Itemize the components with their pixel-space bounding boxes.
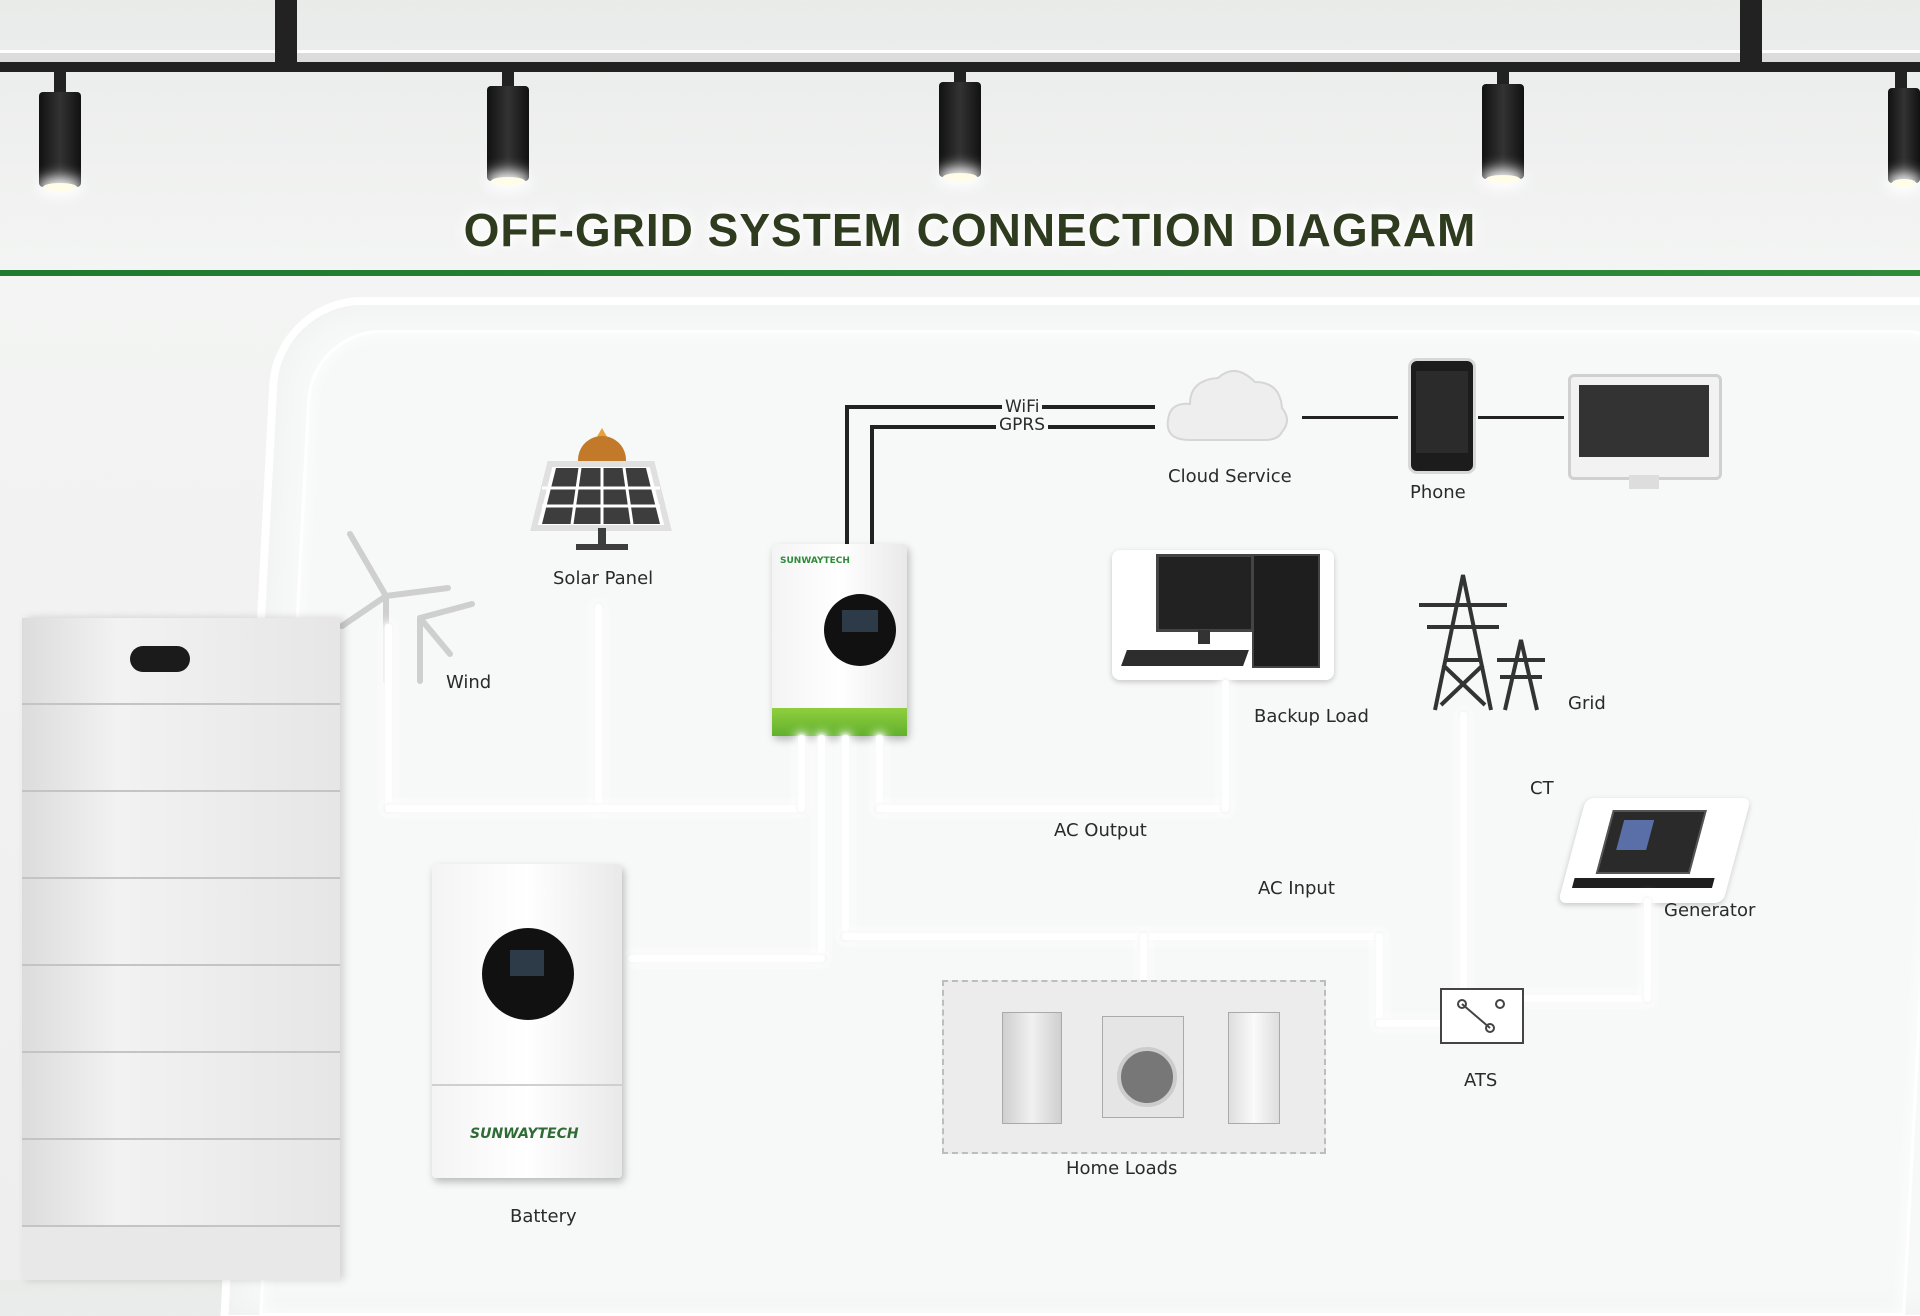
battery-module [22,1053,340,1140]
solar-panel-icon [530,428,672,550]
wifi-label: WiFi [1002,397,1043,417]
battery-module [22,705,340,792]
led-line-ac-input-bus [842,933,1382,940]
battery-module [22,1140,340,1227]
wall-inverter-brand: SUNWAYTECH [470,1126,579,1142]
led-line-ac-in [842,735,849,940]
generator-icon [1557,798,1752,903]
ats-label: ATS [1464,1070,1498,1091]
solar-panel-label: Solar Panel [553,568,654,589]
battery-label: Battery [510,1206,577,1227]
ac-input-label: AC Input [1258,878,1335,899]
led-line-generator [1644,898,1651,1002]
led-line-home [1140,933,1147,983]
battery-module [22,966,340,1053]
spotlight [39,92,81,191]
grid-tower-icon [1419,574,1545,711]
cloud-service-label: Cloud Service [1168,466,1292,487]
monitor-icon [1568,374,1722,489]
home-loads-label: Home Loads [1066,1158,1178,1179]
battery-module [22,792,340,879]
wind-label: Wind [446,672,492,693]
cloud-icon [1166,370,1288,441]
phone-monitor-wire [1478,416,1564,419]
wind-turbine-icon [339,531,475,684]
spotlight [487,86,529,185]
inverter-display-ring [824,594,896,666]
refrigerator-icon [1002,1012,1062,1124]
hybrid-inverter: SUNWAYTECH [772,544,907,736]
track-hanger [1740,0,1762,62]
comm-wire [845,405,849,545]
inverter-lcd [842,610,878,632]
led-line-pv-bus [385,805,800,812]
wall-inverter-display [482,928,574,1020]
gprs-label: GPRS [996,415,1049,435]
spotlight-mount [54,72,66,96]
led-line-batt-in [818,735,825,960]
led-line-wind [385,624,392,812]
battery-module [22,879,340,966]
led-line-ats-in [1376,933,1383,1025]
air-conditioner-icon [1228,1012,1280,1124]
backup-load-icon [1112,550,1334,680]
ct-label: CT [1530,778,1554,799]
led-line-pv-in [798,735,805,812]
spotlight [1482,84,1524,183]
ceiling-track-rail [0,62,1920,72]
led-line-battery [628,955,825,962]
spotlight [1888,88,1920,187]
grid-label: Grid [1568,693,1606,714]
stacked-battery-tower [22,618,340,1280]
spotlight [939,82,981,181]
phone-label: Phone [1410,482,1466,503]
generator-label: Generator [1664,900,1756,921]
led-line-gen-bus [1518,995,1650,1002]
cloud-phone-wire [1302,416,1398,419]
inverter-green-band [772,708,907,736]
diagram-title: OFF-GRID SYSTEM CONNECTION DIAGRAM [463,204,1477,256]
track-hanger [275,0,297,62]
washing-machine-icon [1102,1016,1184,1118]
inverter-brand: SUNWAYTECH [780,556,850,566]
ats-switch-icon [1440,988,1524,1044]
phone-icon [1408,358,1476,474]
led-line-ac-out [876,735,883,812]
battery-top-module [22,618,340,705]
ac-output-label: AC Output [1054,820,1147,841]
wall-mounted-inverter: SUNWAYTECH [432,864,622,1178]
comm-wire [845,405,1155,409]
comm-wire [870,425,874,545]
led-line-ats [1376,1020,1446,1027]
led-line-grid [1460,712,1467,992]
backup-load-label: Backup Load [1254,706,1369,727]
led-line-backup [1222,680,1229,812]
green-accent-stripe [0,270,1920,276]
led-line-ac-output-bus [876,805,1228,812]
home-loads-box [942,980,1326,1154]
led-line-solar [595,604,602,812]
